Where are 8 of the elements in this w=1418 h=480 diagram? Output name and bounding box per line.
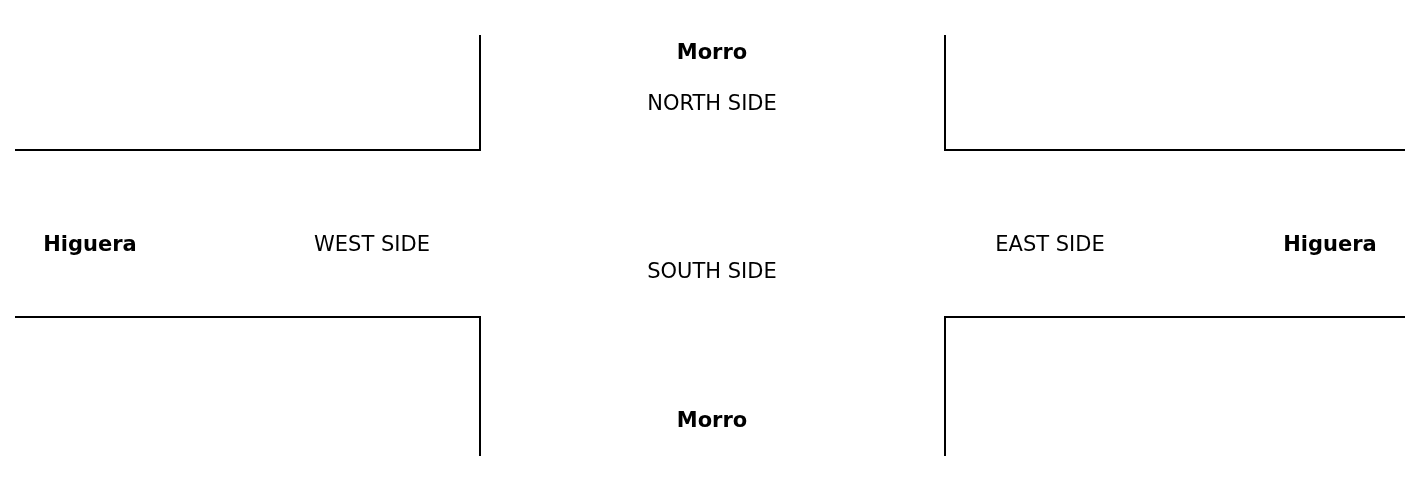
- side-label: NORTH SIDE: [647, 91, 777, 117]
- side-label: SOUTH SIDE: [647, 259, 777, 285]
- street-name: Higuera: [43, 232, 137, 258]
- street-name: Morro: [676, 40, 748, 66]
- street-name: Morro: [676, 408, 748, 434]
- street-name: Higuera: [1283, 232, 1377, 258]
- side-label: EAST SIDE: [995, 232, 1105, 258]
- side-label: WEST SIDE: [314, 232, 430, 258]
